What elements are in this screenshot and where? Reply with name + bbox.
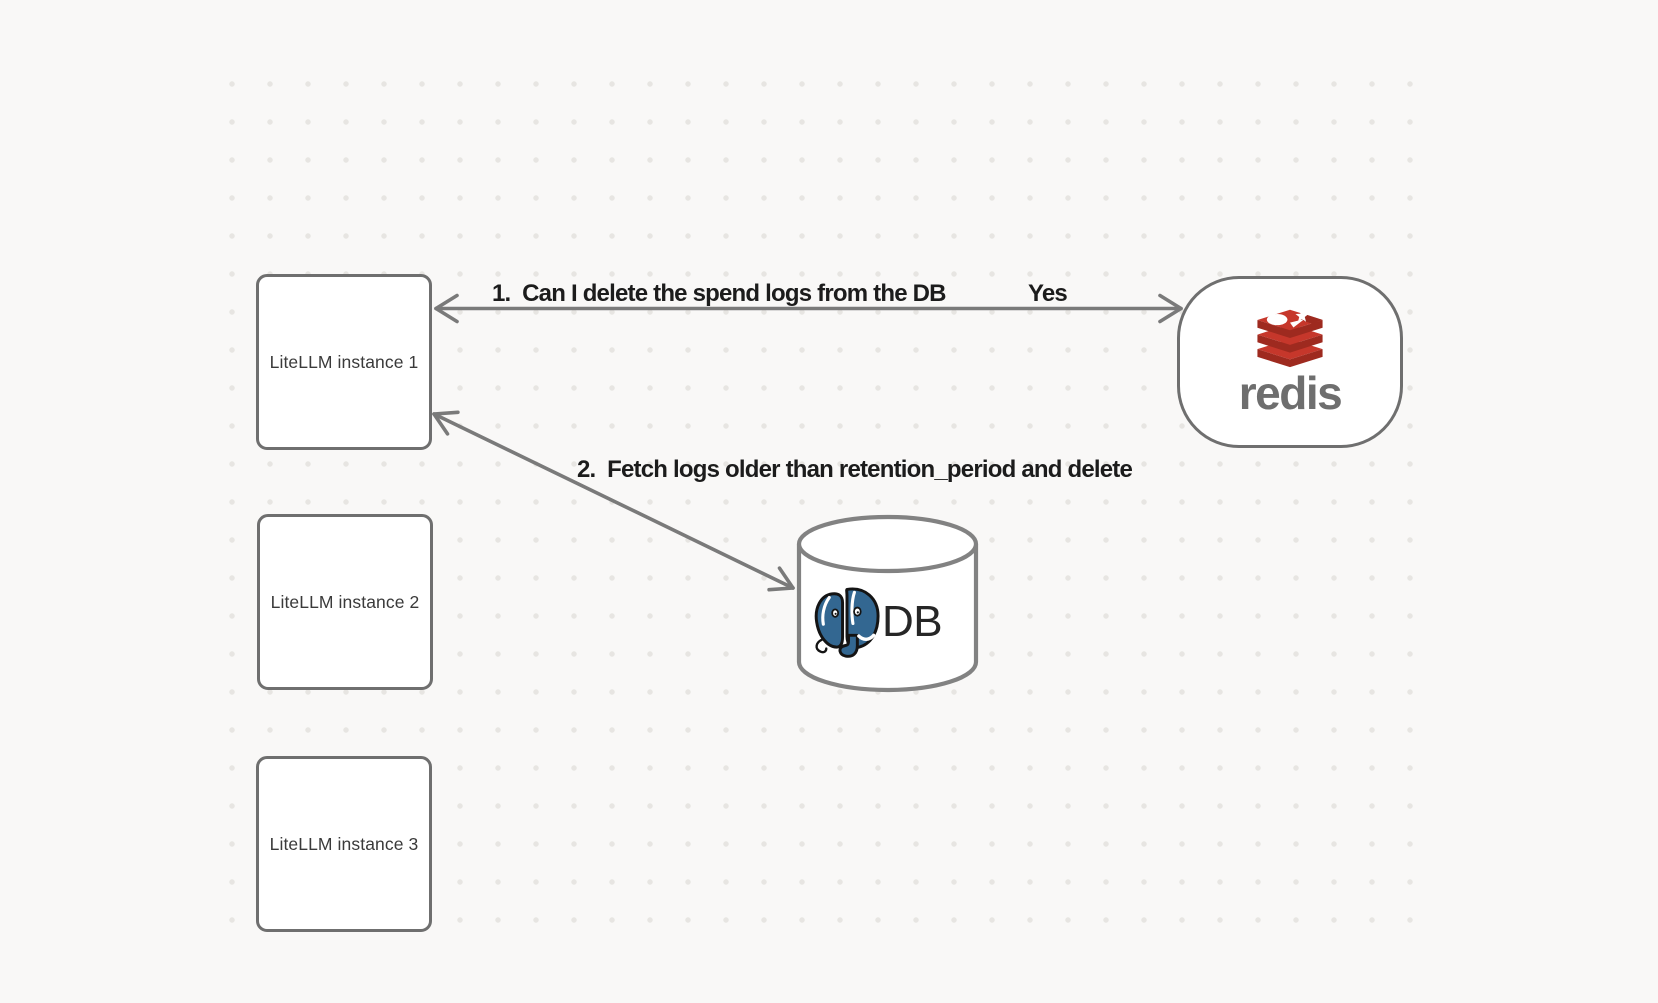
- redis-corner-notch: [1300, 314, 1323, 324]
- arrow-edge2: [432, 410, 795, 592]
- postgresql-elephant-icon: [814, 587, 880, 658]
- node-litellm-instance-3-label: LiteLLM instance 3: [269, 833, 419, 854]
- node-redis: redis: [1177, 276, 1403, 448]
- redis-ellipse-shape: [1266, 314, 1288, 326]
- node-database-label: DB: [882, 597, 943, 646]
- arrow-edge1: [434, 293, 1183, 324]
- edge1-reply-label: Yes: [1028, 280, 1068, 307]
- arrow-edge1-head-left: [434, 293, 459, 324]
- node-litellm-instance-2: LiteLLM instance 2: [257, 514, 433, 690]
- redis-star-shape: [1295, 309, 1309, 322]
- arrow-edge2-head-bottom: [767, 566, 795, 592]
- redis-stack-icon: [1257, 309, 1323, 368]
- arrow-edge1-head-right: [1158, 293, 1183, 324]
- edge1-label: 1. Can I delete the spend logs from the …: [492, 280, 946, 307]
- edge2-label: 2. Fetch logs older than retention_perio…: [577, 456, 1133, 483]
- node-litellm-instance-2-label: LiteLLM instance 2: [270, 591, 420, 612]
- redis-triangle-shape: [1290, 318, 1305, 328]
- node-litellm-instance-1: LiteLLM instance 1: [256, 274, 432, 450]
- arrow-edge2-line: [432, 412, 795, 590]
- node-litellm-instance-1-label: LiteLLM instance 1: [269, 351, 419, 372]
- node-redis-wordmark: redis: [1238, 367, 1343, 419]
- arrow-edge2-head-top: [432, 410, 460, 436]
- node-litellm-instance-3: LiteLLM instance 3: [256, 756, 432, 932]
